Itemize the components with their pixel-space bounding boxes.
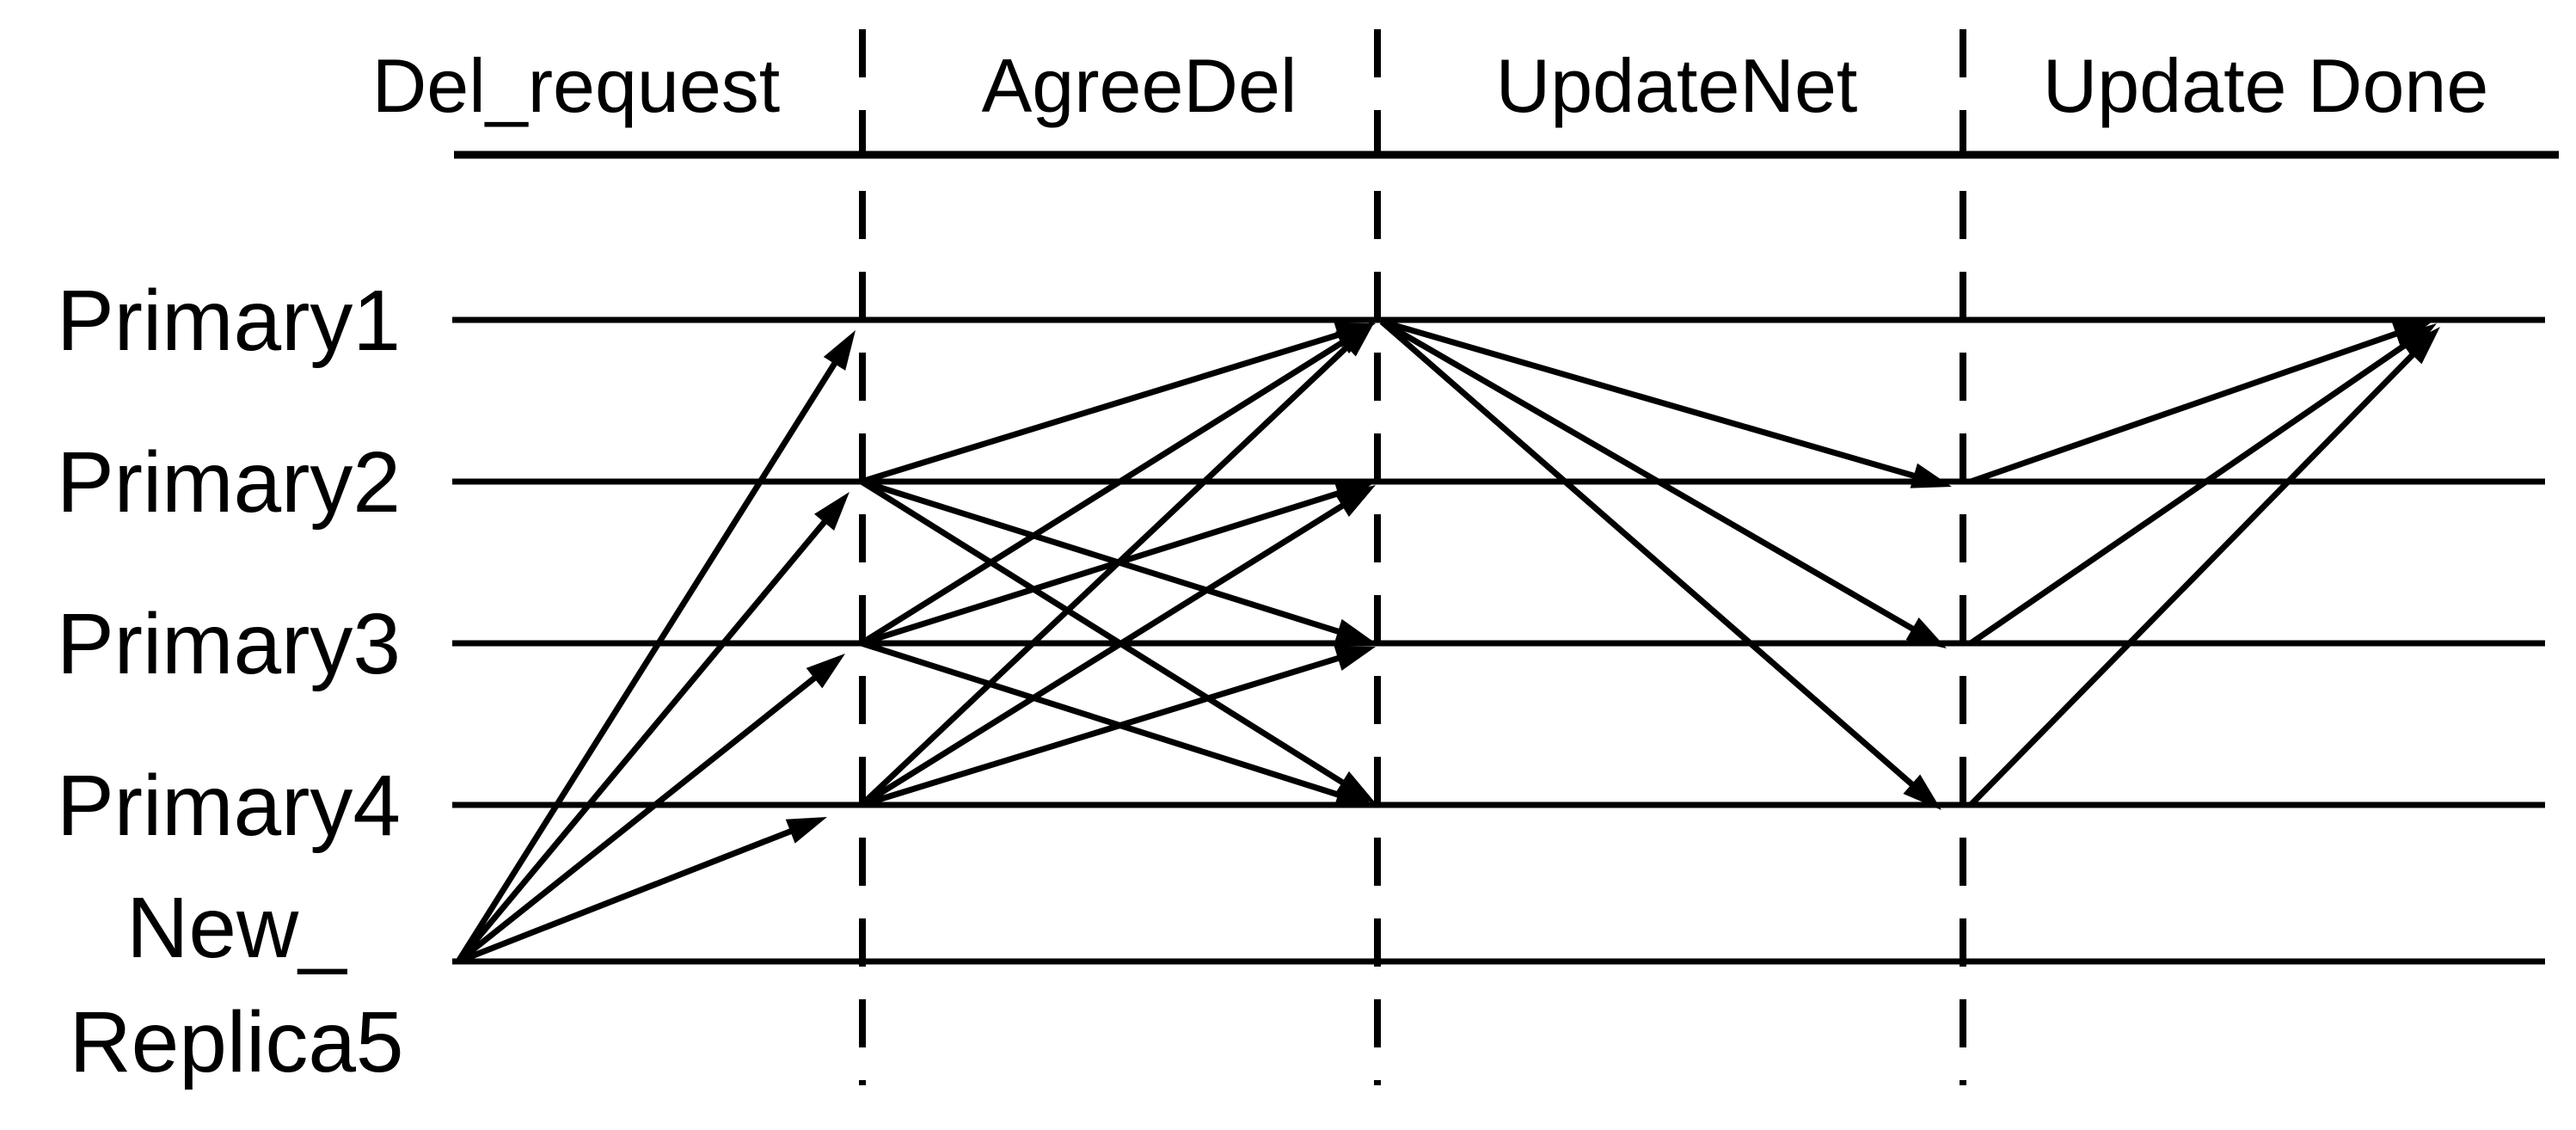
message-arrow-New_Replica5-to-Primary2 bbox=[456, 516, 831, 964]
message-arrow-Primary2-to-Primary1 bbox=[860, 330, 1344, 485]
arrowhead-icon bbox=[1334, 646, 1376, 671]
message-arrow-New_Replica5-to-Primary1 bbox=[456, 357, 840, 963]
message-arrow-Primary1-to-Primary3 bbox=[1380, 318, 1919, 635]
message-arrow-Primary4-to-Primary1 bbox=[859, 341, 1353, 808]
phase-label-update-done: Update Done bbox=[2043, 43, 2489, 128]
lane-label-New_Replica5-line2: Replica5 bbox=[69, 994, 403, 1090]
lane-label-Primary2: Primary2 bbox=[57, 434, 401, 531]
lane-label-New_Replica5-line1: New_ bbox=[126, 880, 347, 976]
message-arrow-Primary1-to-Primary4 bbox=[1379, 319, 1918, 790]
arrowhead-icon bbox=[1338, 320, 1376, 357]
message-arrow-Primary3-to-Primary4 bbox=[860, 640, 1344, 800]
message-arrow-Primary4-to-Primary2 bbox=[860, 501, 1348, 808]
message-arrow-Primary4-to-Primary3 bbox=[860, 654, 1344, 808]
lane-label-Primary1: Primary1 bbox=[57, 273, 401, 369]
message-arrow-New_Replica5-to-Primary4 bbox=[457, 826, 797, 965]
message-arrow-Primary4-to-Primary1 bbox=[1968, 349, 2419, 808]
message-arrow-Primary2-to-Primary3 bbox=[860, 478, 1344, 636]
message-arrow-Primary2-to-Primary4 bbox=[860, 479, 1348, 788]
arrowhead-icon bbox=[1334, 782, 1376, 808]
lane-label-Primary3: Primary3 bbox=[57, 596, 401, 692]
lane-label-Primary4: Primary4 bbox=[57, 758, 401, 854]
message-arrow-Primary3-to-Primary2 bbox=[860, 488, 1344, 647]
message-arrow-Primary3-to-Primary1 bbox=[1969, 340, 2411, 646]
message-arrow-Primary3-to-Primary1 bbox=[860, 337, 1348, 646]
message-arrow-Primary2-to-Primary1 bbox=[1969, 329, 2402, 485]
phase-label-agreedel: AgreeDel bbox=[982, 43, 1297, 128]
arrowhead-icon bbox=[806, 654, 845, 689]
arrowhead-icon bbox=[1910, 463, 1952, 488]
arrowhead-icon bbox=[814, 492, 849, 531]
arrowhead-icon bbox=[1905, 617, 1947, 648]
phase-label-del-request: Del_request bbox=[372, 43, 781, 128]
message-arrow-Primary1-to-Primary2 bbox=[1381, 318, 1920, 481]
arrowhead-icon bbox=[785, 817, 827, 844]
arrowhead-icon bbox=[823, 330, 856, 371]
phase-label-updatenet: UpdateNet bbox=[1496, 43, 1858, 128]
message-arrow-New_Replica5-to-Primary3 bbox=[456, 672, 820, 964]
arrowhead-icon bbox=[1334, 618, 1376, 644]
arrowhead-icon bbox=[1335, 485, 1376, 518]
arrowhead-icon bbox=[1903, 774, 1941, 810]
arrowhead-icon bbox=[2403, 327, 2440, 365]
